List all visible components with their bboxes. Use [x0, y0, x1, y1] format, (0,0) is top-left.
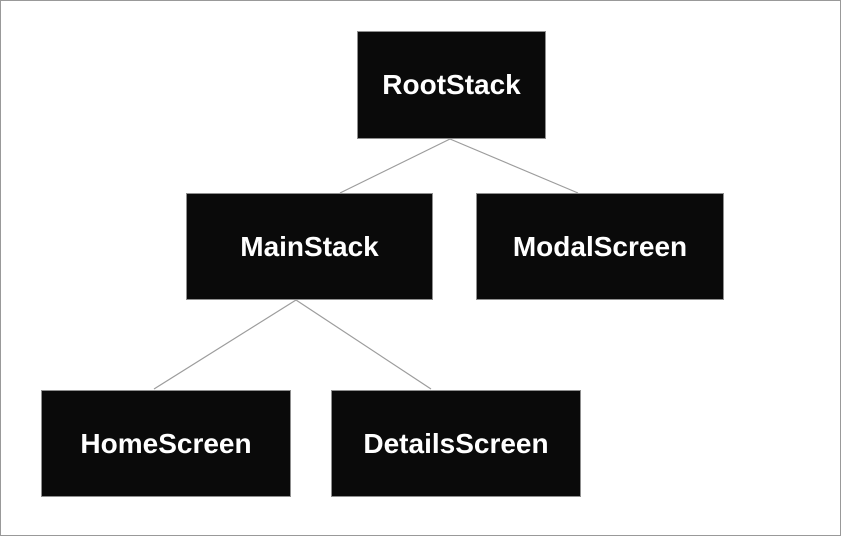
- node-rootstack-label: RootStack: [382, 69, 521, 100]
- edge-mainstack-homescreen: [153, 299, 297, 390]
- node-homescreen: HomeScreen: [41, 390, 291, 497]
- edge-mainstack-detailsscreen: [295, 299, 432, 390]
- node-modalscreen-label: ModalScreen: [512, 230, 688, 262]
- node-homescreen-label: HomeScreen: [80, 427, 252, 459]
- node-detailsscreen: DetailsScreen: [331, 390, 581, 497]
- edge-rootstack-mainstack: [339, 138, 451, 194]
- node-mainstack-label: MainStack: [240, 230, 379, 262]
- node-detailsscreen-label: DetailsScreen: [363, 427, 549, 459]
- edge-rootstack-modalscreen: [449, 138, 579, 194]
- node-rootstack: RootStack: [357, 31, 546, 139]
- node-modalscreen: ModalScreen: [476, 193, 724, 300]
- node-mainstack: MainStack: [186, 193, 433, 300]
